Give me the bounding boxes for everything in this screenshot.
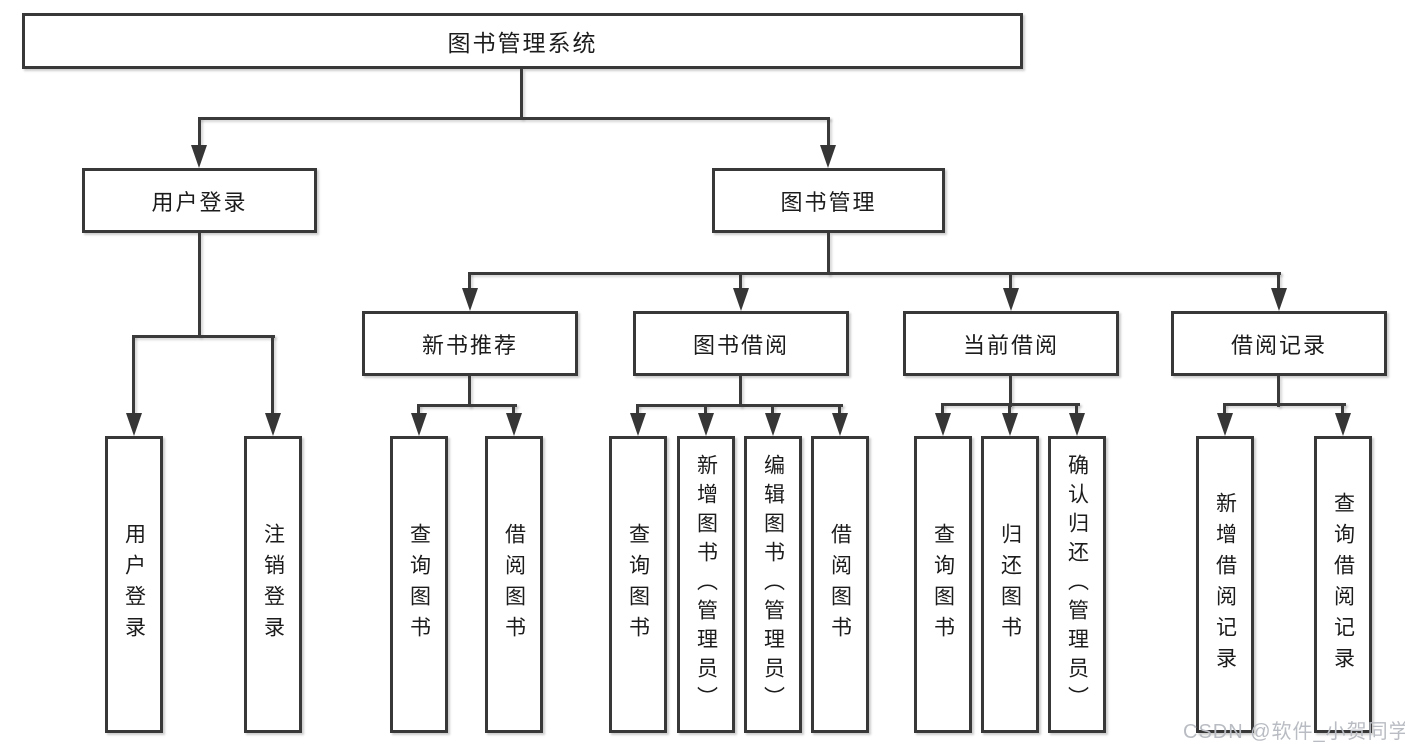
arrowhead-current-borrowing [1003,288,1019,311]
connector-drop-confirm-return [1075,403,1078,415]
connector-root-trunk [520,69,523,119]
leaf-label: 查询图书 [931,522,955,647]
arrowhead-query-books-recommend [411,413,427,436]
leaf-add-borrow-record: 新增借阅记录 [1196,436,1254,733]
connector-drop-query-books-borrowing [636,404,639,416]
node-label: 借阅记录 [1230,332,1327,358]
connector-drop-query-books-recommend [417,404,420,416]
connector-borrowing-split [636,404,843,407]
connector-login-trunk [198,233,201,337]
connector-drop-edit-book [771,404,774,416]
node-label: 用户登录 [151,189,248,215]
csdn-watermark: CSDN @软件_小贺同学 [1183,721,1405,743]
node-label: 图书管理 [780,189,877,215]
arrowhead-edit-book [765,413,781,436]
connector-drop-new-book [468,272,471,291]
arrowhead-borrowing-records [1271,288,1287,311]
arrowhead-add-book [698,413,714,436]
connector-mgmt-trunk [827,233,830,275]
leaf-return-books: 归还图书 [981,436,1039,733]
connector-drop-book-borrowing [739,272,742,291]
connector-current-trunk [1009,376,1012,407]
leaf-borrow-books-recommend: 借阅图书 [485,436,543,733]
arrowhead-borrow-books [832,413,848,436]
connector-records-trunk [1277,376,1280,407]
leaf-query-borrow-record: 查询借阅记录 [1314,436,1372,733]
arrowhead-query-books-borrowing [630,413,646,436]
node-user-login: 用户登录 [82,168,317,233]
connector-mgmt-split [468,272,1281,275]
connector-drop-current-borrowing [1009,272,1012,291]
connector-login-split [132,335,275,338]
arrowhead-book-borrowing [733,288,749,311]
arrowhead-user-login [191,145,207,168]
arrowhead-confirm-return [1069,413,1085,436]
connector-drop-return-books [1008,403,1011,415]
arrowhead-borrow-books-recommend [506,413,522,436]
connector-drop-add-book [704,404,707,416]
leaf-user-login: 用户登录 [105,436,163,733]
node-book-borrowing: 图书借阅 [633,311,849,376]
connector-records-split [1223,403,1346,406]
leaf-add-book-admin: 新增图书（管理员） [677,436,735,733]
leaf-label: 确认归还（管理员） [1065,454,1089,715]
leaf-label: 归还图书 [998,522,1022,647]
node-label: 图书管理系统 [447,30,598,56]
connector-drop-query-borrow-record [1341,403,1344,415]
node-label: 图书借阅 [692,332,789,358]
connector-drop-user-login [198,117,201,148]
leaf-label: 新增借阅记录 [1213,491,1237,678]
arrowhead-leaf-logout [265,413,281,436]
leaf-label: 新增图书（管理员） [694,454,718,715]
connector-drop-borrow-books-recommend [512,404,515,416]
node-label: 当前借阅 [962,332,1059,358]
connector-borrowing-trunk [739,376,742,407]
arrowhead-query-books-current [935,413,951,436]
leaf-label: 用户登录 [122,522,146,647]
connector-drop-add-borrow-record [1223,403,1226,415]
node-borrowing-records: 借阅记录 [1171,311,1387,376]
connector-drop-borrow-books [838,404,841,416]
leaf-confirm-return-admin: 确认归还（管理员） [1048,436,1106,733]
arrowhead-return-books [1002,413,1018,436]
leaf-query-books-borrowing: 查询图书 [609,436,667,733]
leaf-label: 查询图书 [626,522,650,647]
arrowhead-new-book [462,288,478,311]
arrowhead-book-management [820,145,836,168]
connector-drop-borrowing-records [1277,272,1280,291]
leaf-borrow-books: 借阅图书 [811,436,869,733]
arrowhead-add-borrow-record [1217,413,1233,436]
node-new-book-recommend: 新书推荐 [362,311,578,376]
node-book-management: 图书管理 [712,168,945,233]
leaf-label: 查询图书 [407,522,431,647]
connector-recommend-split [417,404,517,407]
connector-drop-query-books-current [941,403,944,415]
leaf-label: 注销登录 [261,522,285,647]
leaf-label: 编辑图书（管理员） [761,454,785,715]
connector-drop-leaf-user-login [132,335,135,416]
connector-drop-leaf-logout [271,335,274,416]
node-library-system: 图书管理系统 [22,13,1023,69]
leaf-edit-book-admin: 编辑图书（管理员） [744,436,802,733]
leaf-query-books-recommend: 查询图书 [390,436,448,733]
node-label: 新书推荐 [421,332,518,358]
arrowhead-leaf-user-login [126,413,142,436]
connector-root-split [198,117,830,120]
leaf-label: 查询借阅记录 [1331,491,1355,678]
leaf-label: 借阅图书 [502,522,526,647]
leaf-query-books-current: 查询图书 [914,436,972,733]
node-current-borrowing: 当前借阅 [903,311,1119,376]
connector-drop-book-management [827,117,830,148]
connector-recommend-trunk [468,376,471,407]
leaf-label: 借阅图书 [828,522,852,647]
leaf-logout: 注销登录 [244,436,302,733]
arrowhead-query-borrow-record [1335,413,1351,436]
